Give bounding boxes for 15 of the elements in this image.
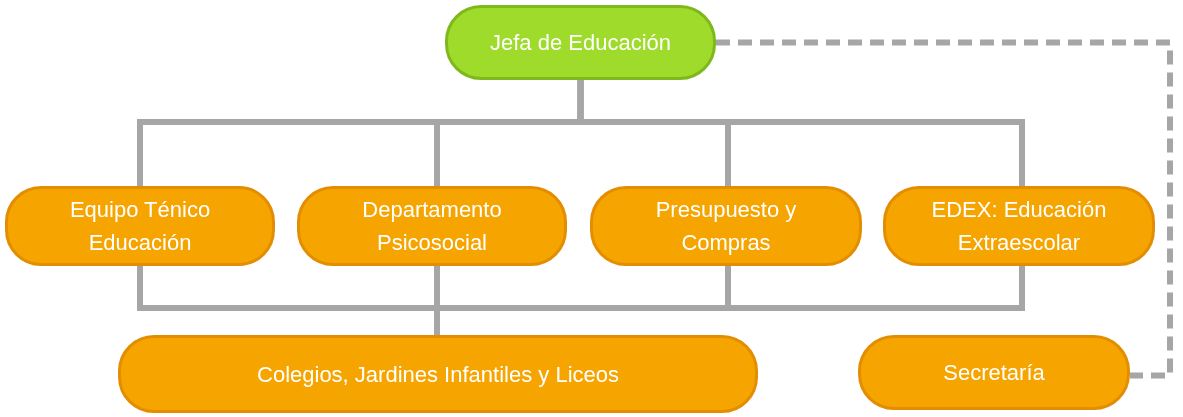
unit-name: Presupuesto y Compras <box>654 196 798 257</box>
unit-box <box>5 186 275 266</box>
unit-name: Secretaría <box>943 359 1045 387</box>
dashed-connector <box>716 39 1173 379</box>
unit-box <box>118 335 758 413</box>
unit-name: Jefa de Educación <box>490 29 671 57</box>
unit-box <box>590 186 862 266</box>
unit-name: Colegios, Jardines Infantiles y Liceos <box>257 360 619 389</box>
connector-line <box>577 80 1025 186</box>
unit-box <box>883 186 1155 266</box>
unit-box <box>297 186 567 266</box>
unit-name: Departamento Psicosocial <box>361 196 503 257</box>
connector-line <box>434 266 1025 335</box>
unit-name: EDEX: Educación Extraescolar <box>930 196 1108 257</box>
unit-name: Equipo Ténico Educación <box>68 196 212 257</box>
